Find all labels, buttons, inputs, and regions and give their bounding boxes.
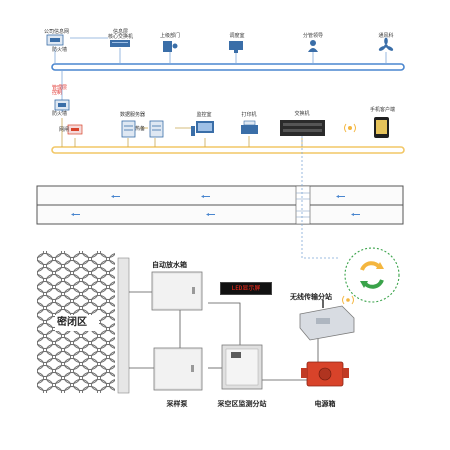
label-wan: 网闸 xyxy=(59,127,70,133)
server-icon xyxy=(121,120,136,138)
sampling-pump-cabinet xyxy=(153,347,203,391)
information-bus xyxy=(51,63,405,71)
firewall-icon xyxy=(54,99,70,111)
label-goaf-monitor-station: 采空区监测分站 xyxy=(217,400,267,408)
fan-icon xyxy=(378,37,394,51)
monitoring-station-cabinet xyxy=(221,344,263,390)
label-power-box: 电源箱 xyxy=(314,400,336,408)
printer-icon xyxy=(241,120,258,134)
gateway-icon xyxy=(67,124,83,135)
auto-drain-cabinet xyxy=(151,271,203,311)
monitoring-computer-icon xyxy=(191,121,214,136)
label-upper-dept: 上级部门 xyxy=(159,33,181,39)
label-firewall-mid: 防火墙 xyxy=(52,111,68,117)
wireless-substation-device xyxy=(299,300,355,341)
label-corp-net: 公司信息网 xyxy=(44,29,70,35)
goaf-seal-wall xyxy=(117,257,130,394)
control-bus xyxy=(51,146,405,154)
core-switch-icon xyxy=(110,40,130,47)
label-auto-drain-box: 自动放水箱 xyxy=(152,261,187,269)
standby-server-icon xyxy=(149,120,164,138)
label-ventilation: 通风科 xyxy=(378,33,394,39)
network-switch-icon xyxy=(280,120,325,136)
label-goaf-zone: 密闭区 xyxy=(57,317,87,328)
label-data-server: 数据服务器 xyxy=(120,112,146,118)
router-icon xyxy=(46,34,64,46)
dispatch-monitor-icon xyxy=(229,41,243,53)
mobile-phone-icon xyxy=(374,117,389,138)
label-leader: 分管领导 xyxy=(302,33,324,39)
leader-icon xyxy=(308,40,318,52)
label-sampling-pump: 采样泵 xyxy=(166,400,188,408)
label-mgmt-control: 管理层 控制 xyxy=(52,85,68,96)
label-hot-standby: 热备 xyxy=(135,126,146,132)
tunnel xyxy=(36,185,404,225)
label-dispatch-room: 调度室 xyxy=(229,33,245,39)
sync-icon xyxy=(344,247,400,303)
label-core-switch: 信息层 核心交换机 xyxy=(108,29,134,40)
substation-signal-icon xyxy=(342,295,354,305)
wireless-link xyxy=(301,136,340,259)
label-monitor-room: 监控室 xyxy=(196,112,212,118)
label-printer: 打印机 xyxy=(241,112,257,118)
label-firewall-top: 防火墙 xyxy=(52,47,68,53)
label-mobile-client: 手机客户端 xyxy=(370,107,396,113)
power-box-device xyxy=(301,361,349,387)
wireless-signal-icon xyxy=(344,123,356,133)
led-display: LED显示屏 xyxy=(220,282,272,295)
label-switch: 交换机 xyxy=(294,111,310,117)
label-wireless-substation: 无线传输分站 xyxy=(290,293,332,301)
upper-dept-icon xyxy=(163,41,178,52)
